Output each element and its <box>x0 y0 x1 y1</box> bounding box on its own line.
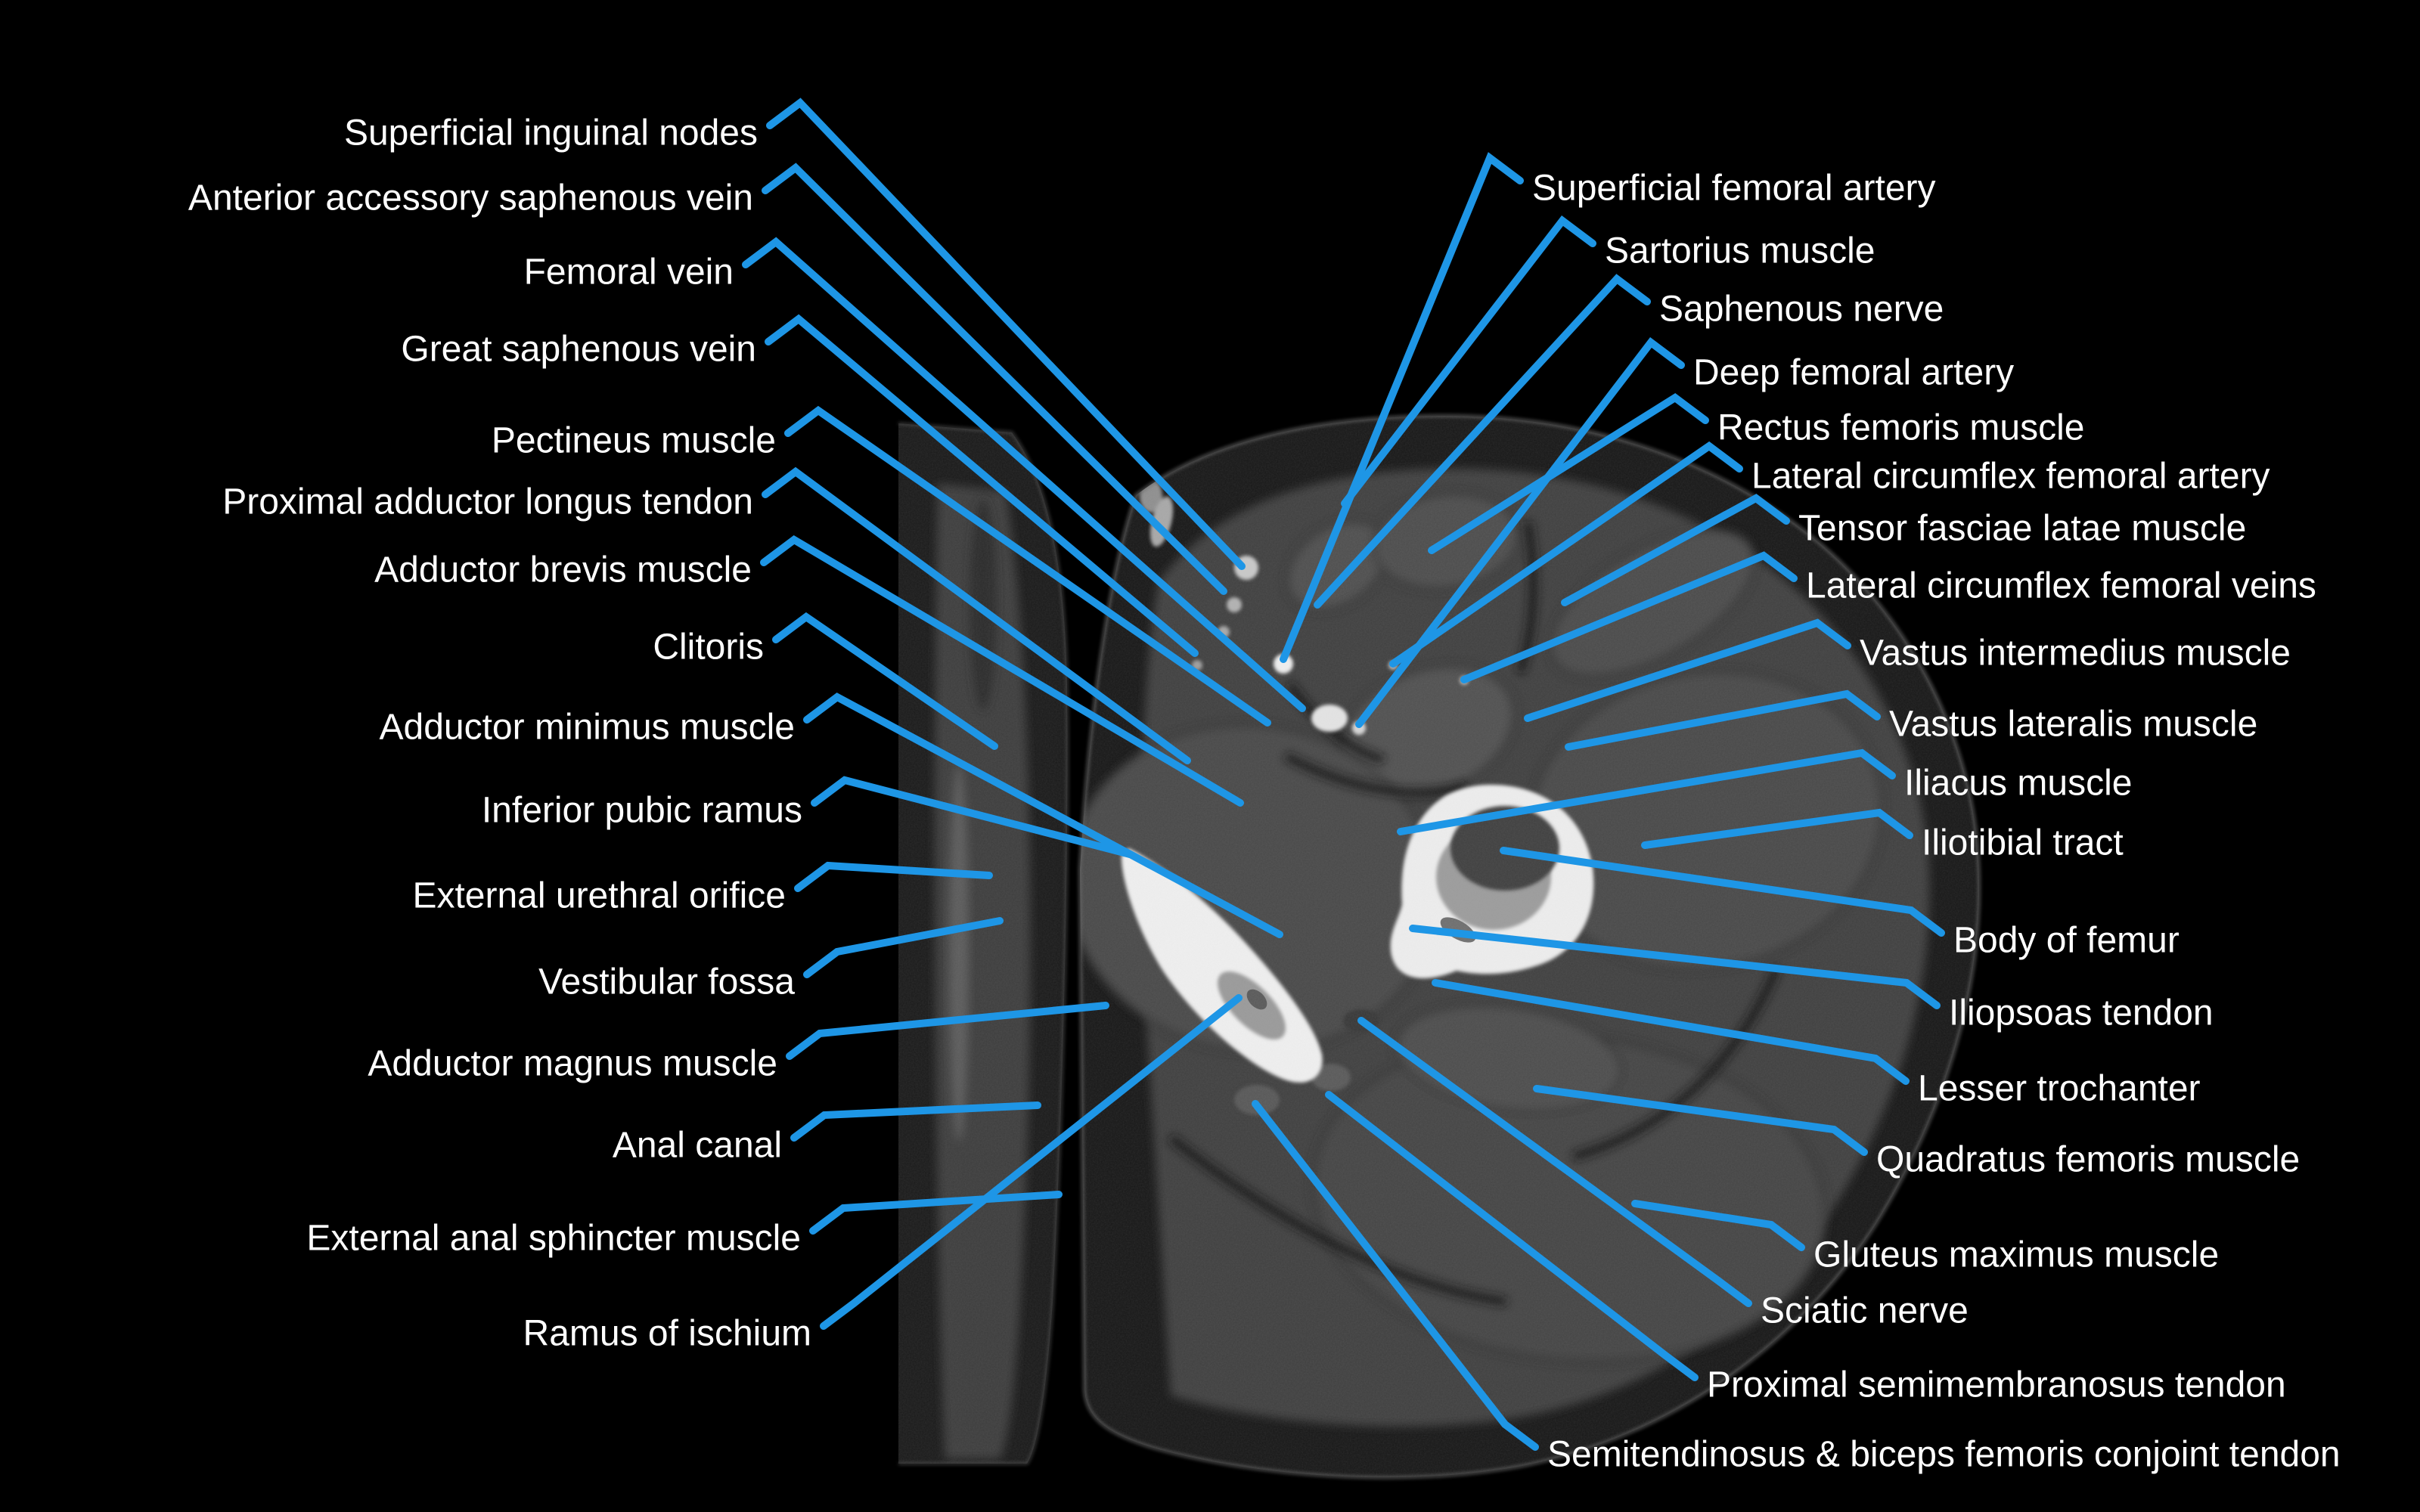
leader-line-external-urethral-orifice <box>794 861 993 892</box>
label-rectus-femoris-muscle: Rectus femoris muscle <box>1717 408 2084 448</box>
leader-line-iliacus-muscle <box>1397 748 1896 835</box>
leader-line-lateral-circumflex-femoral-artery <box>1389 441 1743 668</box>
label-adductor-brevis-muscle: Adductor brevis muscle <box>374 550 752 590</box>
label-tensor-fasciae-latae-muscle: Tensor fasciae latae muscle <box>1798 509 2246 549</box>
leader-line-anterior-accessory-saphenous-vein <box>762 163 1227 595</box>
leader-line-ramus-of-ischium <box>820 994 1243 1330</box>
leader-line-femoral-vein <box>742 237 1306 712</box>
leader-line-adductor-magnus-muscle <box>786 1002 1109 1060</box>
label-femoral-vein: Femoral vein <box>524 253 734 293</box>
label-proximal-semimembranosus-tendon: Proximal semimembranosus tendon <box>1707 1365 2286 1405</box>
leader-line-quadratus-femoris-muscle <box>1533 1085 1868 1156</box>
label-proximal-adductor-longus-tendon: Proximal adductor longus tendon <box>222 482 753 522</box>
leader-line-clitoris <box>772 612 998 750</box>
label-lateral-circumflex-femoral-veins: Lateral circumflex femoral veins <box>1806 566 2316 606</box>
leader-line-lesser-trochanter <box>1432 979 1910 1085</box>
leader-line-vastus-lateralis-muscle <box>1565 689 1881 751</box>
label-vastus-intermedius-muscle: Vastus intermedius muscle <box>1860 634 2291 674</box>
label-anterior-accessory-saphenous-vein: Anterior accessory saphenous vein <box>188 178 753 218</box>
label-saphenous-nerve: Saphenous nerve <box>1659 290 1944 330</box>
leader-line-iliopsoas-tendon <box>1409 925 1941 1009</box>
leader-line-superficial-inguinal-nodes <box>766 98 1246 570</box>
leader-lines-group <box>742 98 1945 1451</box>
label-adductor-minimus-muscle: Adductor minimus muscle <box>379 708 795 748</box>
ct-noise-left <box>898 423 1068 1464</box>
label-sartorius-muscle: Sartorius muscle <box>1605 231 1875 271</box>
label-body-of-femur: Body of femur <box>1953 921 2180 961</box>
label-anal-canal: Anal canal <box>613 1126 782 1166</box>
label-lesser-trochanter: Lesser trochanter <box>1918 1069 2201 1109</box>
leader-line-rectus-femoris-muscle <box>1428 392 1709 554</box>
label-iliopsoas-tendon: Iliopsoas tendon <box>1949 993 2214 1033</box>
label-vastus-lateralis-muscle: Vastus lateralis muscle <box>1889 705 2257 745</box>
leader-line-sartorius-muscle <box>1341 215 1596 507</box>
label-deep-femoral-artery: Deep femoral artery <box>1693 353 2014 393</box>
left-thigh-skin-line <box>898 422 1069 1465</box>
label-vestibular-fossa: Vestibular fossa <box>538 962 795 1002</box>
leader-line-deep-femoral-artery <box>1355 337 1685 728</box>
leader-line-tensor-fasciae-latae-muscle <box>1561 494 1790 606</box>
leader-line-great-saphenous-vein <box>765 314 1199 657</box>
leader-line-inferior-pubic-ramus <box>811 776 1134 858</box>
label-iliacus-muscle: Iliacus muscle <box>1904 764 2132 804</box>
leader-line-gluteus-maximus-muscle <box>1631 1200 1805 1251</box>
main-thigh-skin-line <box>1078 414 1981 1479</box>
label-ramus-of-ischium: Ramus of ischium <box>523 1314 811 1354</box>
label-superficial-inguinal-nodes: Superficial inguinal nodes <box>344 113 758 153</box>
leader-line-sciatic-nerve <box>1357 1017 1752 1307</box>
label-external-urethral-orifice: External urethral orifice <box>412 876 786 916</box>
leader-line-iliotibial-tract <box>1641 808 1913 849</box>
leader-line-pectineus-muscle <box>784 405 1271 727</box>
label-pectineus-muscle: Pectineus muscle <box>492 421 776 461</box>
label-quadratus-femoris-muscle: Quadratus femoris muscle <box>1876 1140 2300 1180</box>
label-adductor-magnus-muscle: Adductor magnus muscle <box>368 1044 777 1084</box>
leader-line-lateral-circumflex-femoral-veins <box>1460 551 1798 683</box>
leader-line-adductor-brevis-muscle <box>760 534 1244 807</box>
leader-line-vestibular-fossa <box>803 917 1004 978</box>
label-lateral-circumflex-femoral-artery: Lateral circumflex femoral artery <box>1751 457 2270 497</box>
leader-line-anal-canal <box>790 1101 1041 1142</box>
leader-line-vastus-intermedius-muscle <box>1524 618 1851 722</box>
leader-line-proximal-semimembranosus-tendon <box>1325 1091 1699 1381</box>
label-iliotibial-tract: Iliotibial tract <box>1922 823 2124 863</box>
label-gluteus-maximus-muscle: Gluteus maximus muscle <box>1813 1235 2219 1275</box>
label-superficial-femoral-artery: Superficial femoral artery <box>1532 169 1936 209</box>
leader-line-body-of-femur <box>1500 847 1945 937</box>
leader-line-proximal-adductor-longus-tendon <box>762 466 1191 764</box>
leader-line-saphenous-nerve <box>1314 274 1651 609</box>
label-inferior-pubic-ramus: Inferior pubic ramus <box>482 791 802 831</box>
label-great-saphenous-vein: Great saphenous vein <box>401 330 756 370</box>
label-external-anal-sphincter-muscle: External anal sphincter muscle <box>306 1219 801 1259</box>
leader-line-semitendinosus-biceps-femoris-conjoint-tendon <box>1252 1100 1539 1451</box>
ct-main-thigh <box>1080 415 1980 1478</box>
label-clitoris: Clitoris <box>653 627 764 668</box>
label-sciatic-nerve: Sciatic nerve <box>1761 1291 1969 1331</box>
label-semitendinosus-biceps-femoris-conjoint-tendon: Semitendinosus & biceps femoris conjoint… <box>1547 1435 2341 1475</box>
